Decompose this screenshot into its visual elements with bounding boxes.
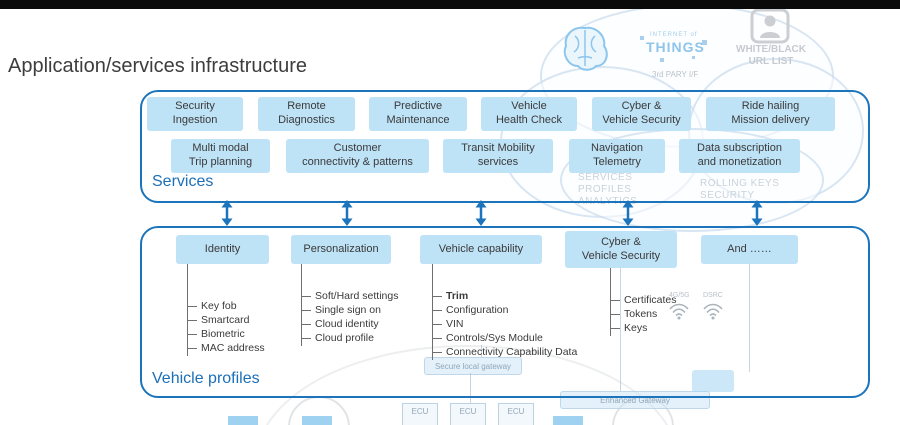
internet-of-label: INTERNET of [650, 32, 698, 38]
list-item: Biometric [188, 328, 265, 340]
page-title: Application/services infrastructure [8, 55, 308, 77]
service-box-data-subscription: Data subscription and monetization [679, 139, 800, 173]
iot-dot-icon [660, 58, 664, 62]
profile-box-cyber-security: Cyber & Vehicle Security [565, 231, 677, 268]
list-item: Certificates [611, 294, 677, 306]
list-item: Connectivity Capability Data [433, 346, 577, 358]
profile-box-identity: Identity [176, 235, 269, 264]
list-item: Smartcard [188, 314, 265, 326]
vehicle-capability-item-list: Trim Configuration VIN Controls/Sys Modu… [432, 264, 577, 360]
third-party-label: 3rd PARY I/F [652, 70, 699, 79]
sync-arrow-icon [474, 200, 488, 231]
list-item: Key fob [188, 300, 265, 312]
service-box-vehicle-health-check: Vehicle Health Check [481, 97, 577, 131]
list-item: Cloud identity [302, 318, 398, 330]
list-item: Soft/Hard settings [302, 290, 398, 302]
list-item: MAC address [188, 342, 265, 354]
car-wheel [288, 396, 350, 425]
personalization-item-list: Soft/Hard settings Single sign on Cloud … [301, 264, 398, 346]
service-box-multi-modal: Multi modal Trip planning [171, 139, 270, 173]
iot-dot-icon [640, 36, 644, 40]
profile-box-personalization: Personalization [291, 235, 391, 264]
list-item: VIN [433, 318, 577, 330]
sync-arrow-icon [220, 200, 234, 231]
car-wheel [612, 396, 674, 425]
service-box-transit-mobility: Transit Mobility services [443, 139, 553, 173]
user-id-icon [750, 8, 790, 49]
service-box-cyber-security: Cyber & Vehicle Security [592, 97, 691, 131]
services-section-label: Services [152, 173, 214, 190]
service-box-security-ingestion: Security Ingestion [147, 97, 243, 131]
identity-item-list: Key fob Smartcard Biometric MAC address [187, 264, 265, 356]
sync-arrow-icon [340, 200, 354, 231]
list-item: Cloud profile [302, 332, 398, 344]
bottom-module-box [302, 416, 332, 425]
list-item: Controls/Sys Module [433, 332, 577, 344]
things-label: THINGS [646, 39, 705, 55]
service-box-ride-hailing: Ride hailing Mission delivery [706, 97, 835, 131]
sync-arrow-icon [621, 200, 635, 231]
ecu-box: ECU [402, 403, 438, 425]
iot-dot-icon [702, 40, 707, 45]
brain-icon [558, 24, 612, 79]
ecu-box: ECU [450, 403, 486, 425]
url-list-label: WHITE/BLACK URL LIST [736, 44, 806, 67]
bottom-module-box [553, 416, 583, 425]
service-box-remote-diagnostics: Remote Diagnostics [258, 97, 355, 131]
list-item: Configuration [433, 304, 577, 316]
list-item: Trim [433, 290, 577, 302]
profiles-section-label: Vehicle profiles [152, 370, 260, 387]
list-item: Single sign on [302, 304, 398, 316]
top-bar [0, 0, 900, 9]
bottom-module-box [228, 416, 258, 425]
ecu-box: ECU [498, 403, 534, 425]
service-box-predictive-maintenance: Predictive Maintenance [369, 97, 467, 131]
sync-arrow-icon [750, 200, 764, 231]
list-item: Keys [611, 322, 677, 334]
service-box-customer-connectivity: Customer connectivity & patterns [286, 139, 429, 173]
service-box-navigation-telemetry: Navigation Telemetry [569, 139, 665, 173]
profile-box-vehicle-capability: Vehicle capability [420, 235, 542, 264]
profiles-group-frame [140, 226, 870, 398]
profile-box-and-more: And …… [701, 235, 798, 264]
iot-dot-icon [692, 56, 695, 59]
list-item: Tokens [611, 308, 677, 320]
cyber-security-item-list: Certificates Tokens Keys [610, 268, 677, 336]
